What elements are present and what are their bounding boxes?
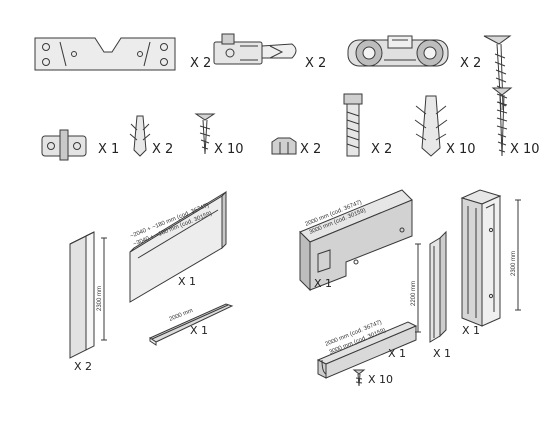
track-screw-icon — [352, 369, 366, 387]
long-screw-qty: X 10 — [510, 142, 540, 157]
hex-nut-qty: X 2 — [300, 142, 322, 157]
large-wall-plug-qty: X 10 — [446, 142, 476, 157]
small-bracket-icon — [41, 129, 87, 161]
small-bracket-qty: X 1 — [98, 142, 120, 157]
thin-post-qty: X 1 — [433, 347, 452, 360]
box-rail: 2000 mm (cod. 36747) 3000 mm (cod. 30159… — [299, 189, 413, 292]
thin-post-length-label: 2200 mm — [411, 281, 417, 306]
column-qty: X 1 — [462, 324, 481, 337]
hex-nut-icon — [271, 137, 297, 155]
column-length-label: 2300 mm — [511, 251, 517, 276]
end-stop-clip-icon — [213, 33, 297, 65]
wood-screw-icon — [194, 113, 216, 155]
vertical-jamb-qty: X 2 — [74, 360, 93, 373]
small-wall-plug-icon — [129, 115, 151, 157]
hex-bolt-icon — [343, 93, 363, 157]
hex-bolt-qty: X 2 — [371, 142, 393, 157]
track-screw-qty: X 10 — [368, 373, 394, 386]
small-wall-plug-qty: X 2 — [152, 142, 174, 157]
vertical-jamb: 2300 mm — [69, 231, 107, 359]
end-stop-clip-qty: X 2 — [305, 56, 327, 71]
hanger-plate-qty: X 2 — [190, 56, 212, 71]
long-wood-screw-icon — [491, 87, 513, 157]
jamb-length-label: 2300 mm — [97, 286, 103, 311]
bottom-track-qty: X 1 — [388, 347, 407, 360]
roller-carriage-qty: X 2 — [460, 56, 482, 71]
short-rail-qty: X 1 — [190, 324, 209, 337]
roller-carriage-icon — [347, 35, 449, 67]
column: 2300 mm — [460, 189, 521, 327]
hanger-plate-icon — [34, 37, 176, 71]
cover-panel: ~2040 + ~180 mm (cod. 36747) ~3040 + ~18… — [129, 190, 227, 303]
wood-screw-qty: X 10 — [214, 142, 244, 157]
thin-post: 2200 mm — [411, 230, 447, 343]
large-wall-plug-icon — [414, 95, 448, 157]
box-rail-qty: X 1 — [314, 277, 333, 290]
cover-panel-qty: X 1 — [178, 275, 197, 288]
long-screw-icon — [483, 35, 512, 111]
